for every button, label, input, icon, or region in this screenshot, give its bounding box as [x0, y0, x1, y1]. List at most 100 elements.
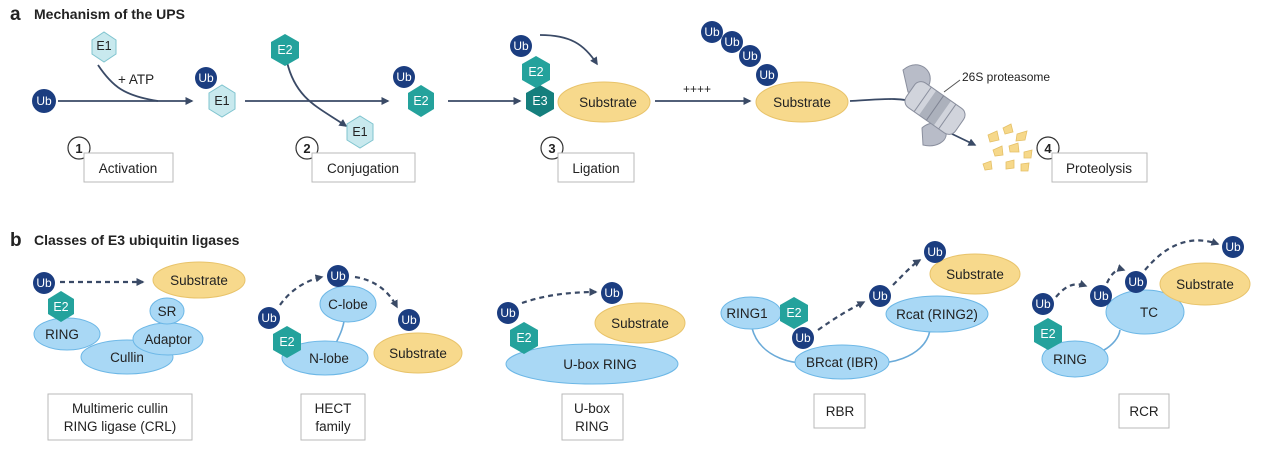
hect-ligase: N-lobe C-lobe Substrate E2 Ub Ub Ub HECT…	[258, 265, 463, 441]
svg-text:Cullin: Cullin	[110, 350, 144, 365]
svg-text:E2: E2	[413, 94, 428, 108]
svg-text:RING: RING	[1053, 352, 1087, 367]
svg-text:Ub: Ub	[927, 245, 943, 259]
proteasome-label: 26S proteasome	[962, 70, 1050, 84]
polyub-plus-label: ++++	[683, 82, 711, 96]
arrow-e1-join	[97, 64, 159, 102]
svg-text:E2: E2	[277, 43, 292, 57]
svg-text:1: 1	[75, 141, 82, 156]
svg-text:N-lobe: N-lobe	[309, 351, 349, 366]
svg-text:U-box: U-box	[574, 401, 610, 416]
svg-text:Rcat (RING2): Rcat (RING2)	[896, 307, 978, 322]
svg-text:E1: E1	[352, 125, 367, 139]
panel-a-title: Mechanism of the UPS	[34, 6, 185, 22]
svg-text:Substrate: Substrate	[773, 95, 831, 110]
svg-text:U-box RING: U-box RING	[563, 357, 637, 372]
svg-text:RING1: RING1	[726, 306, 767, 321]
ub-free: Ub	[32, 89, 56, 113]
panel-a-letter: a	[10, 4, 21, 25]
svg-text:Ub: Ub	[36, 276, 52, 290]
svg-text:Ub: Ub	[1128, 275, 1144, 289]
substrate-label: Substrate	[579, 95, 637, 110]
svg-text:RING: RING	[575, 419, 609, 434]
svg-text:Ub: Ub	[759, 68, 775, 82]
panel-b-title: Classes of E3 ubiquitin ligases	[34, 232, 240, 248]
svg-text:Ub: Ub	[396, 70, 412, 84]
svg-text:Ub: Ub	[36, 94, 52, 108]
svg-text:Ub: Ub	[1225, 240, 1241, 254]
ub-e2-complex: E2 Ub	[393, 66, 434, 117]
proteasome-leader	[943, 79, 961, 93]
rbr-ligase: BRcat (IBR) RING1 Rcat (RING2) Substrate…	[720, 241, 1021, 429]
svg-text:HECT: HECT	[315, 401, 352, 416]
svg-text:Ub: Ub	[742, 49, 758, 63]
step-4: 4 Proteolysis	[1036, 136, 1148, 183]
svg-text:2: 2	[303, 141, 310, 156]
svg-text:Ub: Ub	[401, 313, 417, 327]
svg-text:4: 4	[1044, 141, 1052, 156]
svg-text:RING: RING	[45, 327, 79, 342]
svg-text:SR: SR	[158, 304, 177, 319]
ligation-complex: Substrate E3 E2 Ub	[510, 35, 651, 123]
svg-text:Substrate: Substrate	[611, 316, 669, 331]
arrow-e1-release	[286, 61, 348, 127]
arrow-ub-transfer	[539, 34, 598, 66]
svg-text:BRcat (IBR): BRcat (IBR)	[806, 355, 878, 370]
step-1: 1 Activation	[67, 136, 174, 183]
svg-text:Ub: Ub	[198, 71, 214, 85]
svg-text:Ub: Ub	[500, 306, 516, 320]
svg-text:Multimeric cullin: Multimeric cullin	[72, 401, 168, 416]
crl-ligase: Cullin RING Adaptor SR Substrate E2 Ub M…	[33, 261, 246, 441]
atp-label: + ATP	[118, 72, 154, 87]
svg-text:RBR: RBR	[826, 404, 855, 419]
panel-b-letter: b	[10, 230, 22, 251]
svg-text:Ub: Ub	[513, 39, 529, 53]
e2-enzyme: E2	[271, 34, 299, 66]
step-3: 3 Ligation	[540, 136, 635, 183]
svg-text:Ub: Ub	[604, 286, 620, 300]
svg-text:Ub: Ub	[724, 35, 740, 49]
peptide-fragments	[982, 123, 1033, 172]
arrow-proteolysis	[947, 131, 977, 146]
svg-text:RCR: RCR	[1129, 404, 1158, 419]
svg-text:E2: E2	[279, 335, 294, 349]
proteasome	[902, 64, 966, 147]
svg-text:Ub: Ub	[704, 25, 720, 39]
step-2: 2 Conjugation	[295, 136, 416, 183]
svg-text:E2: E2	[786, 306, 801, 320]
svg-text:RING ligase (CRL): RING ligase (CRL)	[64, 419, 177, 434]
svg-text:Ub: Ub	[261, 311, 277, 325]
svg-text:Substrate: Substrate	[1176, 277, 1234, 292]
ub-e1-complex: E1 Ub	[195, 67, 236, 118]
ubox-ring-ligase: U-box RING Substrate E2 Ub Ub U-box RING	[497, 282, 686, 441]
svg-text:Ub: Ub	[795, 331, 811, 345]
svg-text:Ub: Ub	[1035, 297, 1051, 311]
svg-text:Ub: Ub	[1093, 289, 1109, 303]
svg-text:E2: E2	[516, 331, 531, 345]
svg-text:Ub: Ub	[330, 269, 346, 283]
e1-released: E1	[346, 115, 374, 149]
svg-text:Proteolysis: Proteolysis	[1066, 161, 1132, 176]
svg-text:3: 3	[548, 141, 555, 156]
svg-text:Substrate: Substrate	[389, 346, 447, 361]
svg-text:Substrate: Substrate	[170, 273, 228, 288]
svg-text:family: family	[315, 419, 351, 434]
svg-text:E1: E1	[214, 94, 229, 108]
polyub-substrate: Substrate Ub Ub Ub Ub	[701, 21, 849, 123]
svg-text:C-lobe: C-lobe	[328, 297, 368, 312]
svg-text:TC: TC	[1140, 305, 1158, 320]
svg-text:Ligation: Ligation	[572, 161, 619, 176]
rcr-ligase: RING TC Substrate E2 Ub Ub Ub Ub RCR	[1032, 236, 1251, 429]
svg-text:Substrate: Substrate	[946, 267, 1004, 282]
e1-enzyme: E1	[91, 31, 117, 63]
svg-text:E2: E2	[53, 300, 68, 314]
svg-text:Conjugation: Conjugation	[327, 161, 399, 176]
svg-text:Ub: Ub	[872, 289, 888, 303]
svg-text:E3: E3	[532, 94, 547, 108]
svg-text:Adaptor: Adaptor	[144, 332, 192, 347]
svg-text:E1: E1	[96, 39, 111, 53]
svg-text:Activation: Activation	[99, 161, 158, 176]
svg-text:E2: E2	[1040, 327, 1055, 341]
svg-text:E2: E2	[528, 65, 543, 79]
